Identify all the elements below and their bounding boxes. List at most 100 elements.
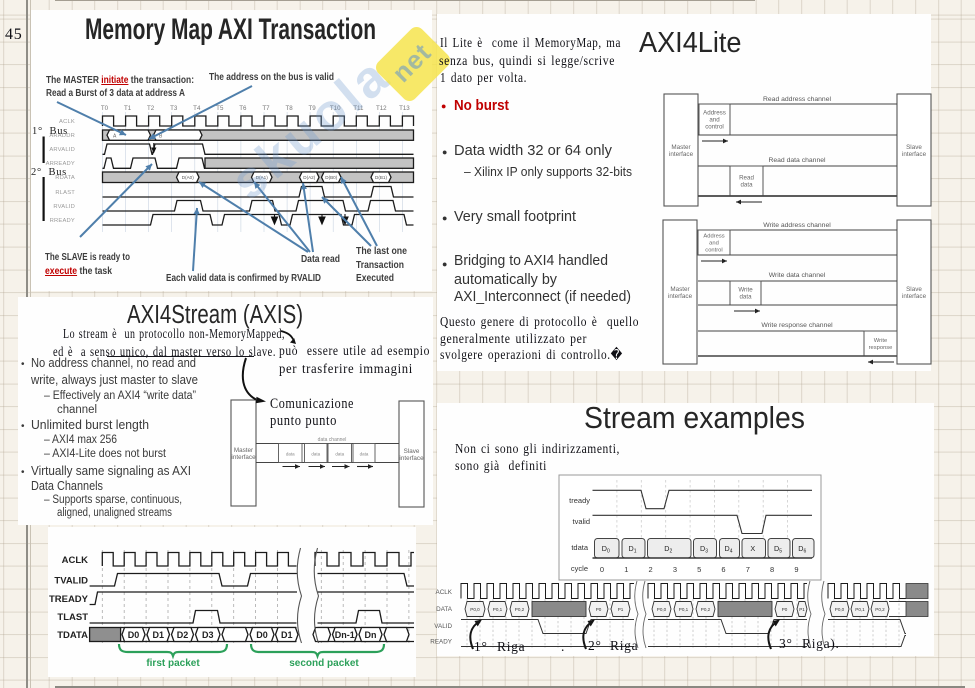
svg-text:P0,2: P0,2 [515,607,525,612]
svg-text:2: 2 [649,565,653,574]
svg-text:ACLK: ACLK [436,589,453,596]
svg-text:Slave: Slave [906,144,922,151]
svg-text:and: and [709,117,720,124]
svg-text:P1: P1 [618,607,624,612]
svg-text:D4: D4 [725,544,733,555]
svg-text:and: and [709,241,719,247]
svg-text:T5: T5 [216,105,224,112]
svg-text:Address: Address [703,234,724,240]
svg-text:P0,0: P0,0 [657,607,667,612]
svg-text:P0,1: P0,1 [855,607,865,612]
svg-text:P0,1: P0,1 [493,607,503,612]
svg-text:ARREADY: ARREADY [46,161,75,167]
svg-text:P1: P1 [799,607,805,612]
svg-text:TREADY: TREADY [49,594,89,605]
svg-text:cycle: cycle [571,564,588,573]
svg-text:A: A [113,133,117,139]
svg-text:ARADDR: ARADDR [49,133,75,139]
svg-text:tready: tready [569,496,590,505]
svg-text:TVALID: TVALID [54,576,88,587]
svg-text:P0,0: P0,0 [835,607,845,612]
svg-text:data: data [739,294,752,301]
svg-text:interface: interface [399,455,424,462]
svg-text:interface: interface [902,151,927,158]
svg-text:data: data [335,452,344,457]
svg-text:D3: D3 [202,630,214,640]
svg-text:control: control [705,124,724,131]
svg-text:0: 0 [600,565,604,574]
svg-text:D3: D3 [700,544,708,555]
svg-text:Master: Master [234,447,253,454]
svg-text:T1: T1 [124,105,132,112]
svg-text:P0,2: P0,2 [875,607,885,612]
svg-text:interface: interface [669,151,694,158]
svg-text:T10: T10 [330,105,341,112]
svg-text:D5: D5 [774,544,782,555]
svg-text:P0,0: P0,0 [470,607,480,612]
svg-text:tvalid: tvalid [572,517,590,526]
svg-text:D(A0): D(A0) [182,175,194,180]
svg-text:D0: D0 [602,544,610,555]
svg-text:first packet: first packet [146,658,200,669]
svg-text:response: response [869,345,893,351]
svg-text:Master: Master [670,286,689,293]
svg-text:second packet: second packet [289,658,359,669]
svg-text:D(B1): D(B1) [375,175,387,180]
svg-text:T6: T6 [239,105,247,112]
svg-text:D0: D0 [256,630,268,640]
svg-text:T9: T9 [308,105,316,112]
svg-text:7: 7 [746,565,750,574]
svg-text:Dn-1: Dn-1 [335,630,355,640]
svg-text:D1: D1 [629,544,637,555]
svg-text:control: control [705,248,722,254]
svg-text:data: data [311,452,320,457]
svg-text:3: 3 [673,565,677,574]
svg-text:D6: D6 [798,544,806,555]
svg-text:interface: interface [902,293,927,300]
svg-text:D1: D1 [152,630,164,640]
svg-text:Slave: Slave [404,448,420,455]
svg-text:Write data channel: Write data channel [769,272,826,279]
svg-text:9: 9 [794,565,798,574]
svg-text:Read address channel: Read address channel [763,96,832,103]
svg-text:READY: READY [430,639,452,646]
svg-text:RVALID: RVALID [53,204,75,210]
svg-text:Write response channel: Write response channel [761,322,833,329]
svg-text:interface: interface [231,454,256,461]
svg-text:RDATA: RDATA [55,175,75,181]
svg-text:data: data [286,452,295,457]
svg-text:VALID: VALID [434,623,452,630]
svg-text:T4: T4 [193,105,201,112]
svg-text:B: B [159,133,163,139]
svg-text:T8: T8 [285,105,293,112]
svg-text:tdata: tdata [571,543,589,552]
svg-text:Write address channel: Write address channel [763,222,831,229]
svg-text:T0: T0 [101,105,109,112]
svg-text:P0,1: P0,1 [679,607,689,612]
svg-text:5: 5 [697,565,701,574]
svg-text:8: 8 [770,565,774,574]
svg-text:Slave: Slave [906,286,922,293]
svg-text:ACLK: ACLK [59,119,75,125]
svg-text:X: X [750,544,755,553]
svg-text:D1: D1 [281,630,293,640]
svg-text:T13: T13 [399,105,410,112]
svg-text:T11: T11 [353,105,364,112]
svg-text:Address: Address [703,110,726,117]
svg-text:DATA: DATA [436,606,453,613]
svg-text:P0: P0 [596,607,602,612]
svg-text:D2: D2 [664,544,672,555]
svg-text:data channel: data channel [318,437,347,443]
svg-text:P0: P0 [782,607,788,612]
svg-text:data: data [740,182,753,189]
svg-text:T12: T12 [376,105,387,112]
svg-text:Write: Write [738,287,753,294]
svg-text:TDATA: TDATA [57,630,88,641]
svg-text:T3: T3 [170,105,178,112]
svg-text:D(B0): D(B0) [325,175,337,180]
svg-text:Write: Write [874,338,887,344]
svg-text:Read data channel: Read data channel [768,157,826,164]
svg-text:6: 6 [721,565,725,574]
svg-text:D2: D2 [177,630,189,640]
svg-text:1: 1 [624,565,628,574]
